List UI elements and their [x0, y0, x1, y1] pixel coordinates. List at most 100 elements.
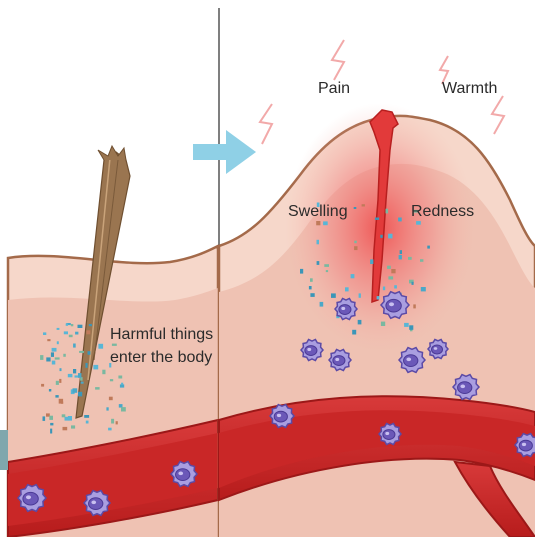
germ-particle	[71, 425, 75, 428]
germ-particle	[380, 235, 382, 238]
germ-particle	[73, 344, 76, 348]
germ-particle	[106, 407, 108, 410]
germ-particle	[388, 276, 393, 279]
white-blood-cell-icon	[329, 350, 351, 371]
germ-particle	[41, 384, 44, 387]
germ-particle	[89, 324, 92, 326]
germ-particle	[112, 344, 117, 346]
germ-particle	[49, 389, 51, 392]
label-harmful-line1: Harmful things	[110, 326, 213, 343]
germ-particle	[317, 261, 320, 265]
germ-particle	[55, 395, 58, 398]
germ-particle	[61, 402, 63, 404]
label-swelling: Swelling	[288, 203, 348, 220]
germ-particle	[55, 357, 60, 359]
white-blood-cell-icon	[171, 462, 197, 487]
germ-particle	[40, 355, 43, 360]
germ-particle	[64, 331, 68, 334]
germ-particle	[84, 415, 89, 418]
germ-particle	[377, 296, 380, 299]
germ-particle	[73, 388, 78, 393]
germ-particle	[52, 361, 56, 365]
germ-particle	[400, 250, 402, 254]
germ-particle	[62, 414, 66, 417]
germ-particle	[86, 421, 89, 424]
germ-particle	[57, 328, 60, 330]
germ-particle	[404, 323, 409, 327]
germ-particle	[98, 344, 103, 349]
germ-particle	[391, 269, 395, 273]
germ-particle	[93, 365, 98, 370]
germ-particle	[60, 368, 62, 371]
germ-particle	[351, 274, 355, 278]
germ-particle	[354, 207, 357, 209]
white-blood-cell-icon	[381, 292, 409, 319]
germ-particle	[324, 264, 329, 267]
germ-particle	[71, 324, 74, 326]
white-blood-cell-icon	[428, 340, 448, 359]
germ-particle	[79, 351, 84, 353]
germ-particle	[43, 416, 46, 421]
germ-particle	[57, 341, 59, 344]
germ-particle	[50, 429, 52, 434]
germ-particle	[310, 293, 314, 297]
germ-particle	[51, 352, 54, 357]
label-harmful-line2: enter the body	[110, 349, 212, 366]
germ-particle	[320, 302, 324, 307]
germ-particle	[73, 369, 76, 373]
germ-particle	[86, 363, 88, 368]
germ-particle	[56, 381, 59, 385]
germ-particle	[427, 246, 430, 249]
germ-particle	[388, 234, 392, 239]
germ-particle	[416, 221, 421, 225]
germ-particle	[383, 287, 385, 291]
panel-edge-marker	[0, 430, 8, 470]
germ-particle	[316, 221, 320, 225]
white-blood-cell-icon	[399, 348, 425, 373]
germ-particle	[95, 387, 100, 390]
germ-particle	[394, 285, 397, 288]
germ-particle	[375, 218, 379, 220]
germ-particle	[345, 287, 349, 291]
germ-particle	[399, 255, 402, 259]
germ-particle	[359, 293, 361, 297]
germ-particle	[49, 416, 53, 420]
germ-particle	[120, 384, 124, 387]
germ-particle	[352, 330, 356, 335]
germ-particle	[109, 397, 113, 401]
germ-particle	[331, 293, 336, 298]
germ-particle	[310, 278, 313, 282]
germ-particle	[47, 339, 50, 341]
germ-particle	[78, 325, 83, 328]
germ-particle	[88, 351, 91, 355]
white-blood-cell-icon	[379, 424, 401, 445]
germ-particle	[409, 325, 413, 330]
germ-particle	[421, 287, 426, 291]
arrow-right-icon	[193, 130, 256, 174]
germ-particle	[119, 404, 123, 408]
germ-particle	[116, 421, 118, 424]
germ-particle	[46, 357, 50, 361]
germ-particle	[68, 416, 72, 421]
germ-particle	[317, 240, 320, 245]
germ-particle	[323, 221, 328, 225]
right-panel: Pain Warmth Swelling Redness	[219, 40, 535, 537]
left-panel: Harmful things enter the body	[0, 146, 218, 537]
germ-particle	[358, 320, 362, 325]
germ-particle	[63, 354, 66, 357]
white-blood-cell-icon	[270, 405, 294, 428]
germ-particle	[110, 379, 113, 381]
germ-particle	[354, 241, 356, 244]
germ-particle	[46, 413, 50, 416]
germ-particle	[121, 407, 126, 411]
germ-particle	[78, 373, 81, 378]
germ-particle	[43, 332, 46, 335]
germ-particle	[420, 259, 423, 262]
germ-particle	[50, 423, 53, 426]
label-pain: Pain	[318, 80, 350, 97]
label-warmth: Warmth	[442, 80, 497, 97]
germ-particle	[118, 376, 122, 379]
germ-particle	[68, 374, 73, 377]
germ-particle	[354, 246, 357, 250]
